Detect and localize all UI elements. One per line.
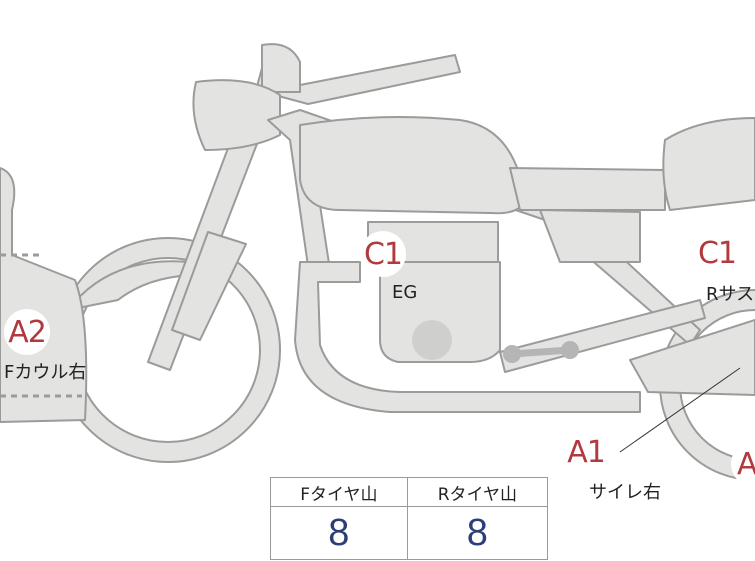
marker-a-partial: A [731, 441, 755, 487]
rear-tire-value: 8 [406, 506, 549, 560]
caption-a2: Fカウル右 [4, 362, 87, 383]
caption-c1-rear: Rサス [706, 284, 755, 305]
front-tire-header: Fタイヤ山 [270, 477, 408, 507]
fuel-tank [299, 115, 526, 215]
seat [509, 167, 666, 211]
front-cowl [0, 167, 88, 423]
marker-c1-engine-code: C1 [363, 236, 403, 272]
exhaust-pipe [294, 261, 641, 413]
muffler [629, 319, 755, 396]
marker-a1: A1 [563, 429, 609, 475]
handlebar-clamp [261, 43, 301, 93]
shift-knob-rear [561, 341, 579, 359]
side-cover [539, 209, 641, 263]
marker-c1-engine: C1 [360, 231, 406, 277]
marker-a2-code: A2 [8, 314, 47, 350]
engine-block [379, 261, 501, 363]
rear-tire-header: Rタイヤ山 [406, 477, 549, 507]
shift-knob-front [503, 345, 521, 363]
caption-a1: サイレ右 [589, 482, 661, 503]
headlight [192, 79, 281, 151]
rear-cowl [662, 117, 755, 211]
caption-c1-engine: EG [392, 282, 418, 303]
front-tire-value: 8 [270, 506, 408, 560]
marker-c1-rear-code: C1 [697, 235, 737, 271]
fork-lower [171, 231, 247, 341]
marker-c1-rear: C1 [694, 230, 740, 276]
engine-cover [412, 320, 452, 360]
marker-a1-code: A1 [567, 434, 606, 470]
a1-leader-line [619, 367, 741, 453]
shift-rod [511, 346, 571, 358]
marker-a-partial-code: A [737, 446, 755, 482]
tire-tread-table: Fタイヤ山 Rタイヤ山 8 8 [270, 477, 549, 560]
marker-a2: A2 [4, 309, 50, 355]
